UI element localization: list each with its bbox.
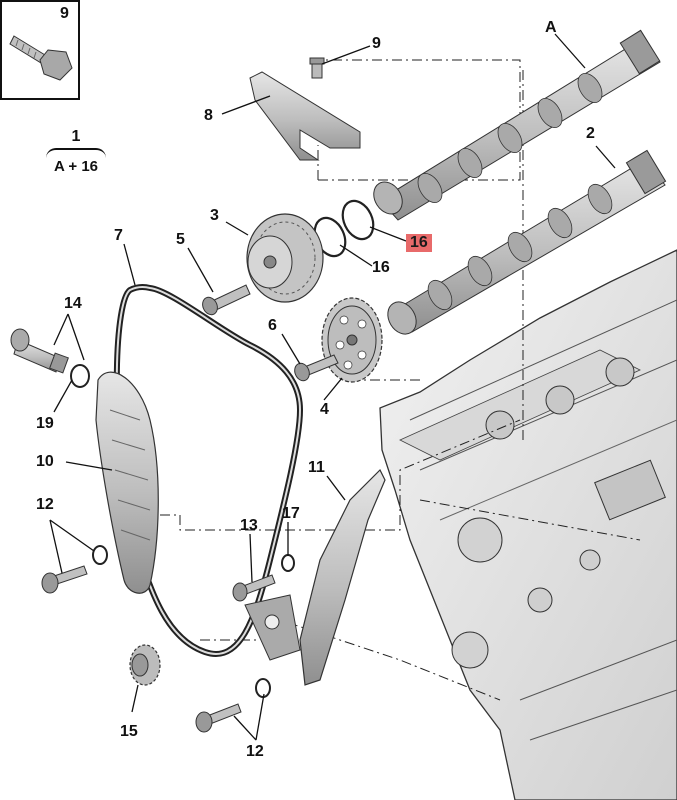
- formula-brace: [46, 148, 106, 158]
- callout-12-left[interactable]: 12: [36, 496, 54, 513]
- callout-2[interactable]: 2: [586, 125, 595, 142]
- part-15-crank-sprocket: [129, 644, 161, 686]
- callout-19[interactable]: 19: [36, 415, 54, 432]
- part-14-tensioner: [10, 328, 69, 374]
- callout-15[interactable]: 15: [120, 723, 138, 740]
- callout-10[interactable]: 10: [36, 453, 54, 470]
- part-8-guide-bracket: [249, 71, 361, 161]
- callout-14[interactable]: 14: [64, 295, 82, 312]
- callout-11[interactable]: 11: [308, 459, 325, 476]
- callout-A[interactable]: A: [545, 19, 557, 36]
- callout-7[interactable]: 7: [114, 227, 123, 244]
- callout-16-highlighted[interactable]: 16: [406, 234, 432, 252]
- camshaft-exhaust: [373, 29, 661, 221]
- callout-9[interactable]: 9: [372, 35, 381, 52]
- part-5-bolt: [202, 284, 251, 316]
- callout-17[interactable]: 17: [282, 505, 300, 522]
- inset-frame: [0, 0, 80, 100]
- part-6-bolt: [294, 354, 339, 382]
- callout-12-bottom[interactable]: 12: [246, 743, 264, 760]
- leader-lines: [49, 33, 616, 741]
- callout-9-inset[interactable]: 9: [60, 5, 69, 22]
- kit-formula: 1 A + 16: [40, 128, 112, 175]
- callout-6[interactable]: 6: [268, 317, 277, 334]
- callout-8[interactable]: 8: [204, 107, 213, 124]
- part-19-washer: [70, 364, 90, 388]
- engine-block: [379, 249, 677, 800]
- part-4-sprocket: [321, 297, 383, 383]
- part-10-tensioner-guide: [95, 371, 159, 594]
- formula-contents: A + 16: [53, 158, 99, 175]
- part-12-bolt-left: [41, 545, 108, 594]
- callout-3[interactable]: 3: [210, 207, 219, 224]
- callout-13[interactable]: 13: [240, 517, 258, 534]
- callout-4[interactable]: 4: [320, 401, 329, 418]
- callout-16[interactable]: 16: [372, 259, 390, 276]
- part-17-washer: [281, 554, 295, 572]
- part-13-bolt: [232, 574, 276, 602]
- formula-quantity: 1: [71, 128, 81, 145]
- camshaft-intake: [387, 149, 667, 335]
- part-11-fixed-guide: [244, 468, 386, 686]
- part-3-vvt-sprocket: [246, 213, 324, 303]
- inset-bolt-icon: [9, 35, 73, 81]
- part-9-bolt: [309, 57, 325, 79]
- callout-5[interactable]: 5: [176, 231, 185, 248]
